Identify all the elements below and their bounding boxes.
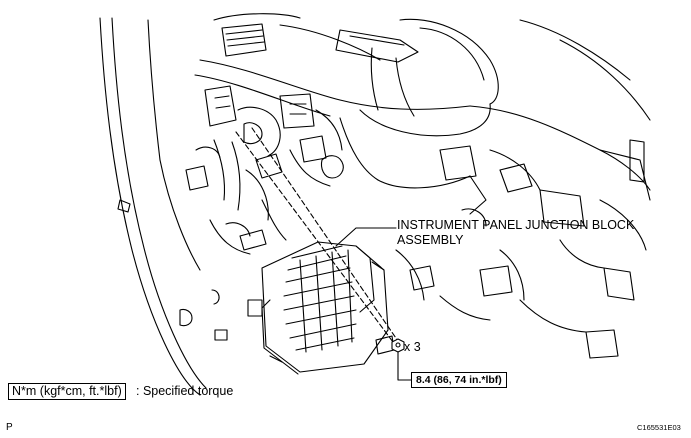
torque-callout-leader: [397, 351, 413, 381]
door-frame: [99, 17, 228, 396]
part-label-line1: INSTRUMENT PANEL JUNCTION BLOCK: [397, 218, 635, 232]
air-vent: [213, 13, 301, 57]
torque-value-box: 8.4 (86, 74 in.*lbf): [411, 372, 507, 388]
torque-legend-unit: N*m (kgf*cm, ft.*lbf): [8, 383, 126, 400]
part-callout-leader: [335, 227, 397, 247]
dashboard: [194, 19, 651, 201]
junction-block: [247, 241, 395, 375]
figure-code: C165531E03: [637, 423, 681, 432]
steering-column: [335, 18, 499, 215]
part-label-line2: ASSEMBLY: [397, 233, 464, 247]
dash-internals: [185, 85, 344, 255]
bolt-leader-lines: [235, 127, 401, 347]
bolt-nut-icon: [391, 338, 405, 353]
torque-legend-description: : Specified torque: [136, 384, 234, 398]
bolt-count-label: x 3: [404, 340, 421, 354]
right-side-internals: [395, 139, 647, 359]
corner-mark: P: [6, 422, 13, 433]
